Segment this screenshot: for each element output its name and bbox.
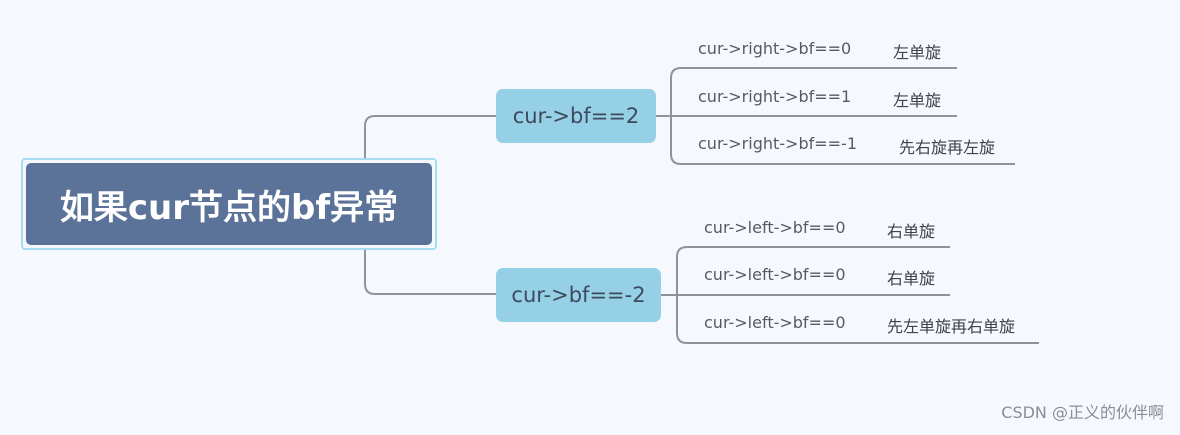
leaf-condition[interactable]: cur->left->bf==0 bbox=[704, 313, 846, 332]
connector-root-to-branch-1 bbox=[364, 115, 496, 160]
connector-root-to-branch-2 bbox=[364, 250, 496, 295]
leaf-condition[interactable]: cur->right->bf==1 bbox=[698, 87, 852, 106]
leaf-action[interactable]: 先右旋再左旋 bbox=[899, 138, 996, 157]
leaf-action[interactable]: 左单旋 bbox=[893, 43, 942, 62]
branch-node-bf-minus-2[interactable]: cur->bf==-2 bbox=[496, 268, 661, 322]
connector-branch-2-leaf-3 bbox=[676, 295, 1039, 344]
leaf-condition[interactable]: cur->right->bf==0 bbox=[698, 39, 852, 58]
leaf-action[interactable]: 右单旋 bbox=[887, 269, 936, 288]
leaf-condition[interactable]: cur->right->bf==-1 bbox=[698, 134, 857, 153]
leaf-condition[interactable]: cur->left->bf==0 bbox=[704, 265, 846, 284]
branch-node-bf-2[interactable]: cur->bf==2 bbox=[496, 89, 656, 143]
connector-branch-2-leaf-1 bbox=[676, 246, 950, 295]
root-node-frame[interactable]: 如果cur节点的bf异常 bbox=[21, 158, 437, 250]
watermark: CSDN @正义的伙伴啊 bbox=[1001, 403, 1164, 422]
leaf-action[interactable]: 右单旋 bbox=[887, 222, 936, 241]
leaf-condition[interactable]: cur->left->bf==0 bbox=[704, 218, 846, 237]
leaf-action[interactable]: 先左单旋再右单旋 bbox=[887, 317, 1016, 336]
leaf-action[interactable]: 左单旋 bbox=[893, 91, 942, 110]
root-node[interactable]: 如果cur节点的bf异常 bbox=[26, 163, 432, 245]
connector-branch-1-leaf-1 bbox=[670, 67, 957, 116]
connector-branch-1-leaf-3 bbox=[670, 116, 1015, 165]
